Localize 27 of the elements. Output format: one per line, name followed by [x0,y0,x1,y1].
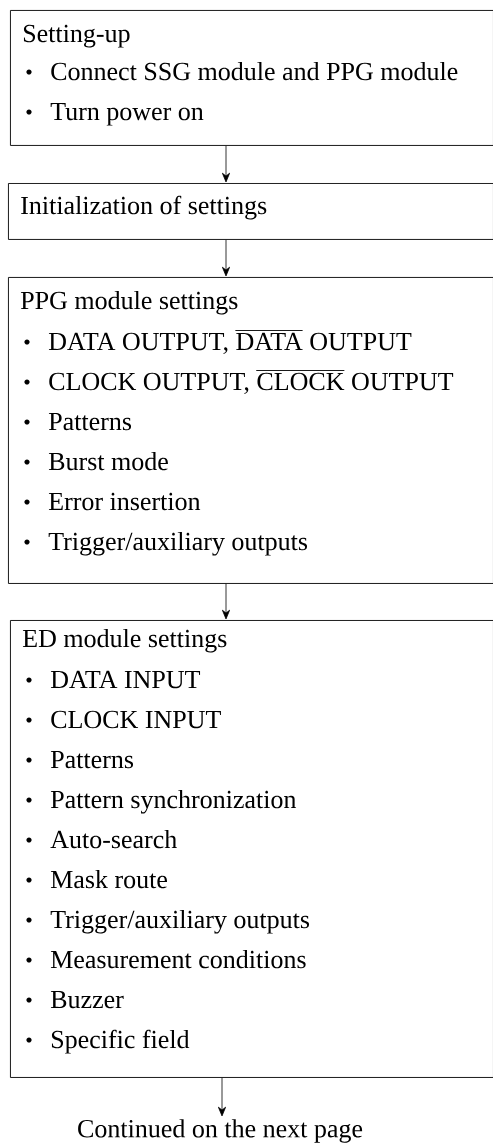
bullet-item: Error insertion [24,492,201,511]
arrow [222,239,230,277]
bullet-item: Trigger/auxiliary outputs [26,909,310,934]
bullet-item: Mask route [26,869,167,889]
bullet-item: Measurement conditions [26,949,306,969]
heading-text: ED module settings [22,628,227,653]
heading-text: Initialization of settings [21,195,267,220]
bullet-item: Turn power on [26,102,204,126]
bullet-item: DATA INPUT [26,670,201,689]
arrow [222,583,230,620]
bullet-item: Buzzer [26,991,124,1009]
heading-text: Setting-up [23,24,130,48]
bullet-item: CLOCK INPUT [26,710,221,729]
bullet-item: Pattern synchronization [26,789,297,814]
heading-text: PPG module settings [20,290,238,315]
continuation-text: Continued on the next page [78,1119,363,1143]
bullet-item: Auto-search [26,829,177,849]
bullet-item: Patterns [24,412,132,431]
arrow [218,1077,226,1117]
bullet-item: Connect SSG module and PPG module [26,61,458,81]
bullet-item: Trigger/auxiliary outputs [24,531,308,556]
bullet-item: Patterns [26,751,134,769]
bullet-item: Specific field [26,1029,190,1054]
bullet-item: DATA OUTPUT, DATA OUTPUT [24,330,412,354]
arrow [222,145,230,183]
bullet-item: CLOCK OUTPUT, CLOCK OUTPUT [24,370,454,394]
bullet-item: Burst mode [24,451,168,471]
